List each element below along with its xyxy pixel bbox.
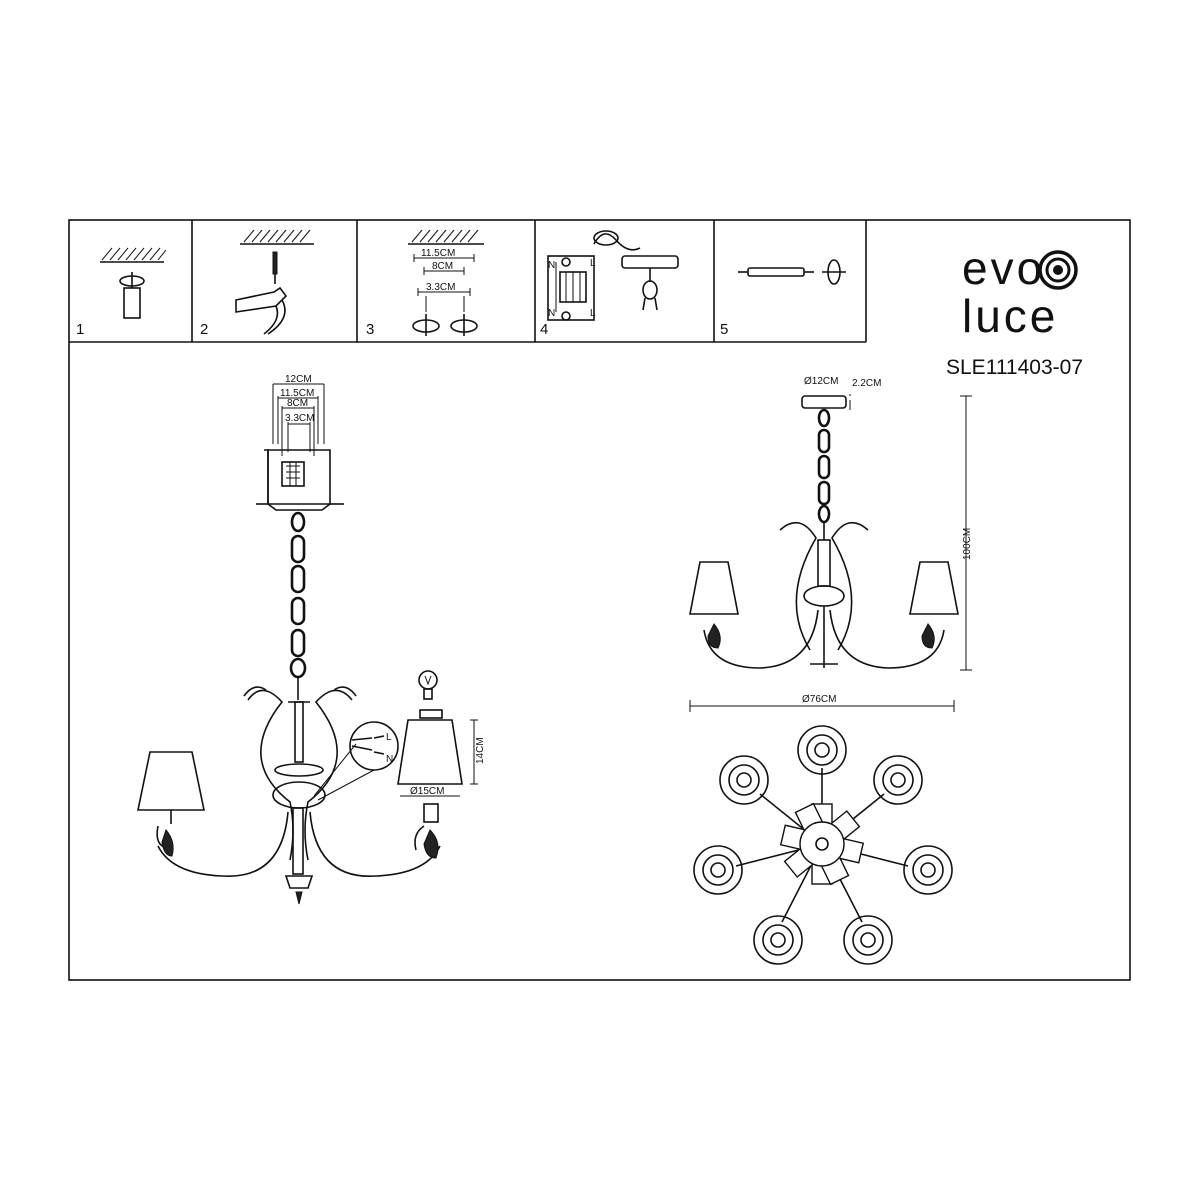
brand-logo-icon xyxy=(1038,250,1078,290)
lamp-diameter-dim: Ø15CM xyxy=(410,786,444,797)
step2-hammer-illustration xyxy=(235,229,314,335)
canopy-dim-a: 12CM xyxy=(285,374,312,385)
callout-label-l: L xyxy=(386,732,392,743)
step-number-4: 4 xyxy=(540,321,548,338)
canopy-dim-b: 11.5CM xyxy=(280,388,314,399)
canopy-dim-c: 8CM xyxy=(287,398,308,409)
canopy-exploded-view xyxy=(256,383,344,511)
front-canopy-dim: Ø12CM xyxy=(804,376,838,387)
left-chain xyxy=(289,511,307,679)
step3-dim-b: 8CM xyxy=(432,261,453,272)
bulb-icon xyxy=(418,670,438,700)
top-view-lamp xyxy=(873,755,923,805)
top-view-chandelier xyxy=(693,725,953,965)
step-number-3: 3 xyxy=(366,321,374,338)
top-view-lamp xyxy=(693,845,743,895)
model-number: SLE111403-07 xyxy=(946,356,1083,379)
step1-drill-illustration xyxy=(100,247,167,319)
brand-line1: evo xyxy=(962,242,1045,294)
brand-line2: luce xyxy=(962,290,1058,342)
step4-label-n-bottom: N xyxy=(548,308,555,319)
lamp-height-dim: 14CM xyxy=(475,737,486,764)
left-lamp-shade xyxy=(137,751,205,857)
step-number-2: 2 xyxy=(200,321,208,338)
top-view-lamp xyxy=(797,725,847,775)
step3-dim-a: 11.5CM xyxy=(421,248,455,259)
front-height-dim: 100CM xyxy=(962,528,973,560)
wiring-callout xyxy=(313,721,399,801)
step3-bracket-illustration xyxy=(408,229,484,336)
step-number-5: 5 xyxy=(720,321,728,338)
front-width-dim: Ø76CM xyxy=(802,694,836,705)
step5-canopy-screw-illustration xyxy=(738,259,846,285)
step4-label-l-top: L xyxy=(590,258,596,269)
callout-label-n: N xyxy=(386,754,393,765)
right-lamp-shade xyxy=(397,709,478,859)
step3-dim-c: 3.3CM xyxy=(426,282,455,293)
step4-label-l-bottom: L xyxy=(590,308,596,319)
top-view-lamp xyxy=(843,915,893,965)
sheet-border xyxy=(68,219,1131,981)
step4-label-n-top: N xyxy=(548,260,555,271)
top-view-lamp xyxy=(753,915,803,965)
front-canopy-depth-dim: 2.2CM xyxy=(852,378,881,389)
top-view-lamp xyxy=(719,755,769,805)
step4-wiring-illustration xyxy=(547,230,679,321)
front-view-chandelier xyxy=(689,394,959,669)
canopy-dim-d: 3.3CM xyxy=(285,413,314,424)
top-view-lamp xyxy=(903,845,953,895)
step-number-1: 1 xyxy=(76,321,84,338)
left-chandelier-body xyxy=(157,678,441,905)
